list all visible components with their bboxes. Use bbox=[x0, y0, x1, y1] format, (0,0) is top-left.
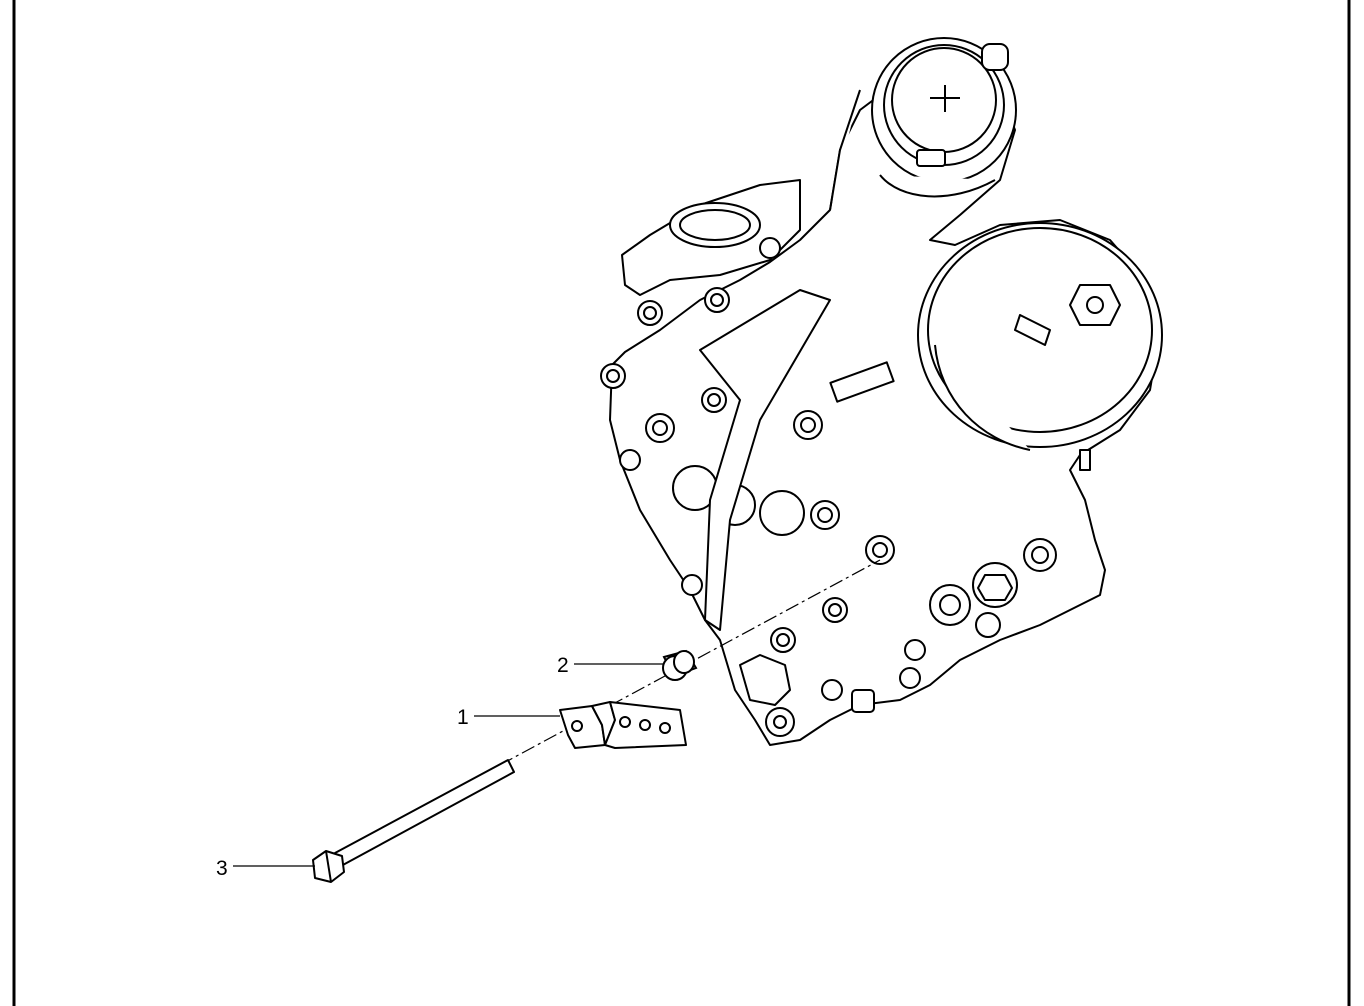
callout-1: 1 bbox=[457, 706, 469, 729]
bracket-part bbox=[559, 701, 687, 749]
spacer-part bbox=[662, 649, 698, 681]
filter-housing-assembly bbox=[600, 37, 1163, 746]
callout-3: 3 bbox=[216, 857, 228, 880]
bolt-part bbox=[312, 759, 515, 883]
callout-2: 2 bbox=[557, 654, 569, 677]
assembly-axis-line bbox=[499, 559, 881, 766]
